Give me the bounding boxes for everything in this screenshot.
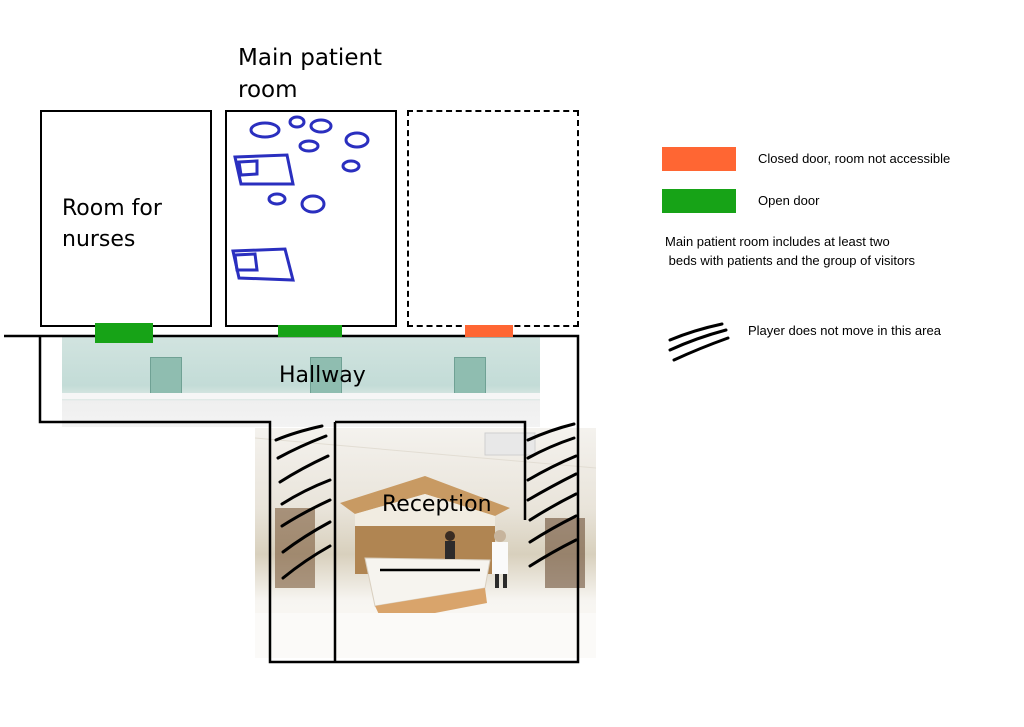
pillow-icon xyxy=(237,159,259,177)
hallway-floor-line xyxy=(62,393,540,399)
hallway-photo xyxy=(62,335,540,427)
visitor-icon xyxy=(341,159,361,173)
hallway-label: Hallway xyxy=(279,363,366,388)
legend-closed-door-text: Closed door, room not accessible xyxy=(758,151,951,166)
hallway-door-1 xyxy=(150,357,182,399)
reception-photo xyxy=(255,428,596,658)
hatch-right xyxy=(526,422,578,568)
legend-open-door-swatch xyxy=(662,189,736,213)
patient-room-sketch xyxy=(231,115,370,282)
closed-door xyxy=(465,325,513,337)
legend-patient-room-note: Main patient room includes at least two … xyxy=(665,234,916,268)
bed-icon xyxy=(233,153,295,186)
visitor-icon xyxy=(344,131,370,149)
visitor-icon xyxy=(298,139,320,153)
legend-closed-door-swatch xyxy=(662,147,736,171)
legend-no-move-text: Player does not move in this area xyxy=(748,323,941,338)
patient-room-open-door xyxy=(278,325,342,337)
reception-scene xyxy=(255,432,596,658)
main-patient-room-title: Main patient room xyxy=(238,45,383,103)
visitor-icon xyxy=(288,115,306,129)
visitor-icon xyxy=(267,192,287,206)
visitor-icon xyxy=(309,118,333,134)
visitor-icon xyxy=(300,194,326,214)
nurses-room-label: Room for nurses xyxy=(62,196,162,252)
legend-hatch-icon xyxy=(668,322,730,362)
legend-open-door-text: Open door xyxy=(758,193,820,208)
hatch-left xyxy=(274,424,332,580)
hallway-door-3 xyxy=(454,357,486,399)
pillow-icon xyxy=(233,252,259,272)
nurses-room-open-door xyxy=(95,323,153,343)
reception-label: Reception xyxy=(382,492,492,517)
visitor-icon xyxy=(249,121,281,139)
